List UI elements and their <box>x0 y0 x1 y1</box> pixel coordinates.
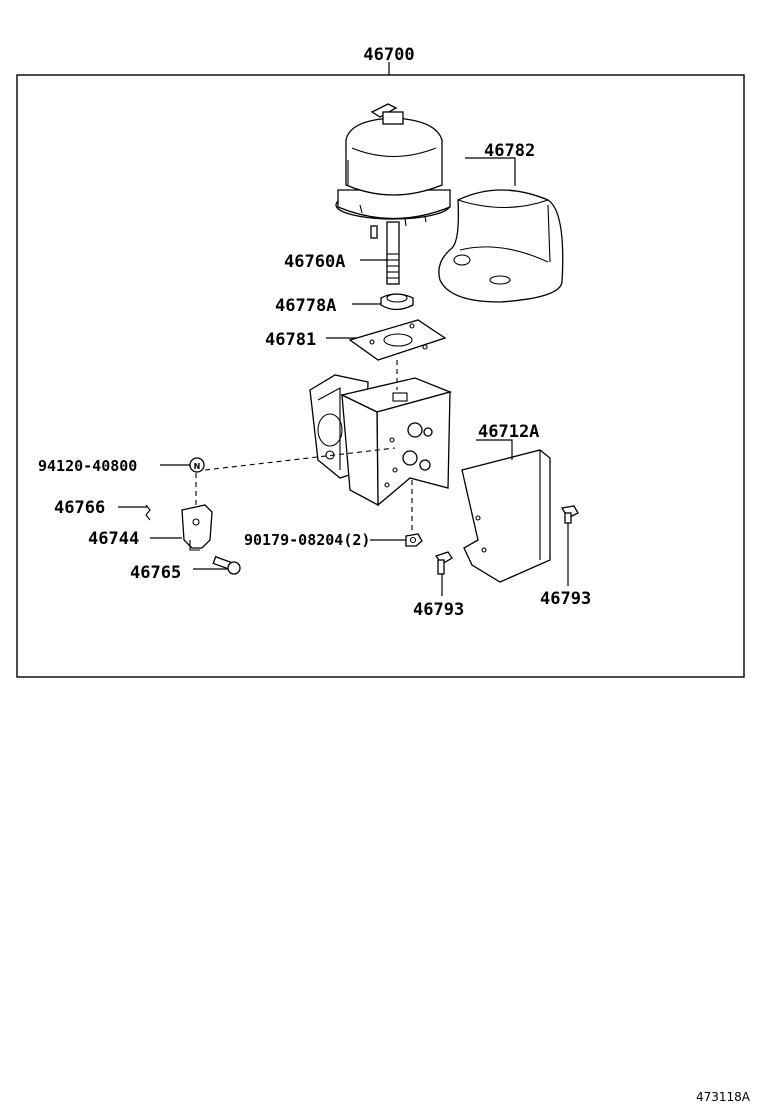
part-label-46778A: 46778A <box>275 296 336 316</box>
reference-code: 473118A <box>696 1090 751 1104</box>
part-label-46766: 46766 <box>54 498 105 518</box>
part-label-46782: 46782 <box>484 141 535 161</box>
grommet-part <box>380 293 414 311</box>
assembly-label: 46700 <box>363 45 414 65</box>
leader-46782 <box>465 157 516 186</box>
part-label-46793-right: 46793 <box>540 589 591 609</box>
bolt-46793-right-part <box>560 505 579 524</box>
leader-46712A <box>476 439 513 460</box>
part-label-46712A: 46712A <box>478 422 539 442</box>
gasket-plate-part <box>348 319 447 361</box>
svg-text:N: N <box>194 462 201 471</box>
assembly-path-linkage <box>204 447 396 471</box>
part-label-46781: 46781 <box>265 330 316 350</box>
vacuum-actuator-part <box>335 103 451 285</box>
bolt-46793-left-part <box>434 551 453 575</box>
clevis-46744-part <box>181 504 213 551</box>
part-label-46760A: 46760A <box>284 252 345 272</box>
mounting-bracket-part <box>309 374 453 507</box>
bracket-cover-part <box>461 449 551 583</box>
part-label-90179-08204: 90179-08204(2) <box>244 531 370 549</box>
part-label-46765: 46765 <box>130 563 181 583</box>
part-label-46744: 46744 <box>88 529 139 549</box>
nut-90179-part <box>405 533 423 547</box>
assembly-frame <box>16 74 745 678</box>
part-label-46793-left: 46793 <box>413 600 464 620</box>
pin-46765-part <box>212 555 241 575</box>
actuator-cover-part <box>438 189 564 303</box>
part-label-94120-40800: 94120-40800 <box>38 457 137 475</box>
